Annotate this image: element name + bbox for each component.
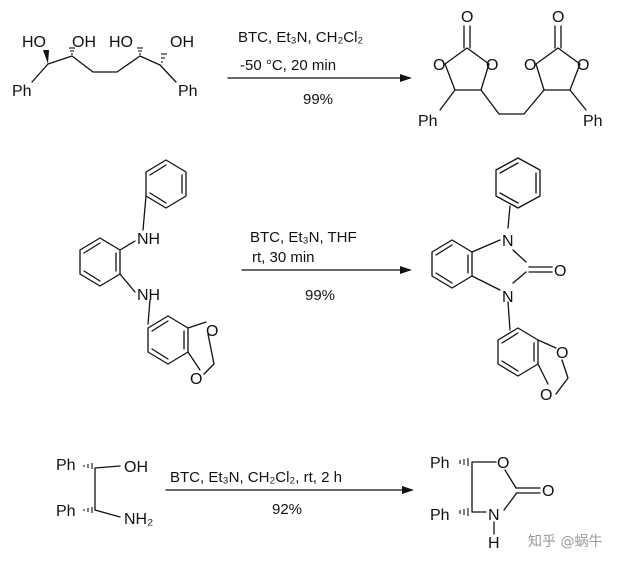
- carbonate-ring-left: [444, 47, 490, 91]
- product-o-carbonyl: O: [542, 483, 554, 500]
- substrate-skeleton: [47, 55, 161, 73]
- central-benzene-ring: [79, 237, 121, 287]
- product-o-ring: O: [497, 455, 509, 472]
- product-h: H: [488, 535, 500, 552]
- substrate-oh-3: HO: [109, 34, 133, 51]
- substrate-oh-2: OH: [72, 34, 96, 51]
- benzodioxole-ring: [497, 327, 539, 377]
- product-ph-bottom: Ph: [430, 507, 450, 524]
- product-o-ring2-right: O: [577, 57, 589, 74]
- product-o-carbonyl: O: [554, 263, 566, 280]
- c4-ph-bond: [159, 64, 177, 83]
- product-o-carbonyl-left: O: [461, 9, 473, 26]
- product-o-ring1-left: O: [433, 57, 445, 74]
- c1-oh-wedge: [43, 50, 49, 64]
- product-o-1: O: [556, 345, 568, 362]
- reaction-1-reagents: BTC, Et₃N, CH₂Cl₂: [238, 29, 363, 46]
- reaction-3-product: Ph O O Ph N H: [430, 455, 554, 552]
- substrate-nh-top: NH: [137, 231, 160, 248]
- product-o-ring2-left: O: [524, 57, 536, 74]
- substrate-o-1: O: [206, 323, 218, 340]
- top-phenyl-ring: [145, 159, 187, 209]
- reaction-2-substrate: NH NH O O: [79, 159, 218, 388]
- c2-oh-hash: [69, 47, 75, 55]
- reaction-1-substrate: HO OH HO OH Ph Ph: [12, 34, 198, 100]
- substrate-ph-right: Ph: [178, 83, 198, 100]
- reaction-3-substrate: Ph OH Ph NH₂: [56, 457, 153, 528]
- oxazolidinone-ring: [471, 461, 517, 513]
- substrate-nh-bottom: NH: [137, 287, 160, 304]
- substrate-oh-1: HO: [22, 34, 46, 51]
- substrate-oh: OH: [124, 459, 148, 476]
- reaction-3-yield: 92%: [272, 501, 302, 518]
- product-ph-right: Ph: [583, 113, 603, 130]
- product-ph-right-bond: [569, 89, 587, 111]
- carbonate-ring-right: [535, 47, 581, 91]
- product-ph-top: Ph: [430, 455, 450, 472]
- product-o-2: O: [540, 387, 552, 404]
- substrate-ph-left: Ph: [12, 83, 32, 100]
- benzodioxole-ring: [147, 315, 189, 365]
- dioxole-ring: [537, 339, 569, 395]
- reaction-3-reagents: BTC, Et₃N, CH₂Cl₂, rt, 2 h: [170, 469, 342, 486]
- reaction-2-conditions: rt, 30 min: [252, 249, 315, 266]
- substrate-nh2: NH₂: [124, 511, 153, 528]
- reaction-2-reagents: BTC, Et₃N, THF: [250, 229, 357, 246]
- fused-benzene-ring: [431, 239, 473, 289]
- reaction-1-yield: 99%: [303, 91, 333, 108]
- substrate-oh-4: OH: [170, 34, 194, 51]
- dioxole-ring: [187, 321, 215, 375]
- substrate-ph-top: Ph: [56, 457, 76, 474]
- top-phenyl-ring: [495, 157, 541, 209]
- ethylene-linker: [480, 89, 545, 115]
- c4-oh-hash: [161, 53, 167, 63]
- c3-oh-hash: [137, 47, 143, 55]
- product-n-top: N: [502, 233, 514, 250]
- watermark: 知乎 @蜗牛: [528, 533, 602, 550]
- reaction-1-product: O O O O O O Ph Ph: [418, 9, 603, 130]
- product-n: N: [488, 507, 500, 524]
- product-o-carbonyl-right: O: [552, 9, 564, 26]
- top-ph-hash: [459, 458, 469, 466]
- reaction-1-conditions: -50 °C, 20 min: [240, 57, 336, 74]
- reaction-2: NH NH O O BTC, Et₃N, THF rt, 30 min 99%: [79, 157, 569, 404]
- product-n-bottom: N: [502, 289, 514, 306]
- bottom-ph-hash: [459, 508, 469, 516]
- reaction-1-arrow: [227, 74, 412, 82]
- reaction-2-yield: 99%: [305, 287, 335, 304]
- bottom-ph-hash: [83, 507, 93, 513]
- c1-ph-bond: [31, 63, 49, 83]
- reaction-2-arrow: [241, 266, 412, 274]
- substrate-o-2: O: [190, 371, 202, 388]
- reaction-1: HO OH HO OH Ph Ph BTC, Et₃N, CH₂Cl₂ -50 …: [12, 9, 603, 130]
- substrate-ph-bottom: Ph: [56, 503, 76, 520]
- product-o-ring1-right: O: [486, 57, 498, 74]
- imidazolone-ring: [471, 239, 527, 291]
- product-ph-left: Ph: [418, 113, 438, 130]
- product-ph-left-bond: [439, 89, 456, 111]
- reaction-2-product: N N O O O: [431, 157, 569, 404]
- top-ph-hash: [83, 463, 93, 469]
- reaction-3-arrow: [165, 486, 414, 494]
- reaction-3: Ph OH Ph NH₂ BTC, Et₃N, CH₂Cl₂, rt, 2 h …: [56, 455, 554, 552]
